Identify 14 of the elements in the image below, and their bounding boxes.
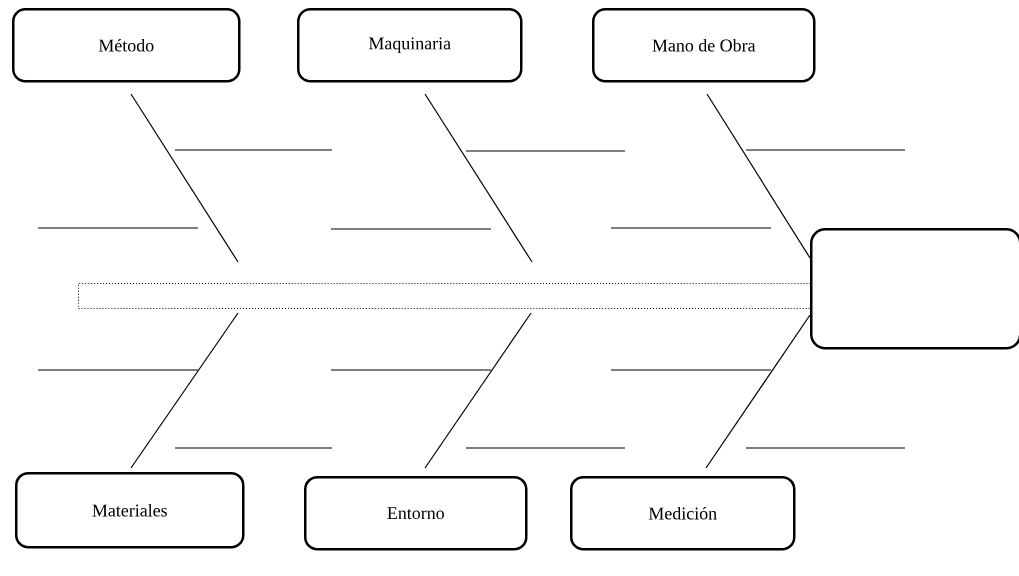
category-box: Maquinaria (297, 8, 523, 83)
bone-line (424, 93, 533, 263)
bone-line (130, 93, 239, 263)
category-box: Medición (570, 476, 796, 551)
bone-line (424, 312, 532, 469)
category-box: Materiales (15, 472, 245, 549)
bone-line (705, 314, 811, 469)
category-box: Entorno (304, 476, 528, 551)
category-box: Mano de Obra (592, 8, 816, 83)
bone-line (706, 93, 811, 259)
bone-line (130, 312, 239, 469)
category-box: Método (12, 8, 241, 83)
effect-box (810, 228, 1019, 350)
spine-bar (78, 283, 811, 309)
